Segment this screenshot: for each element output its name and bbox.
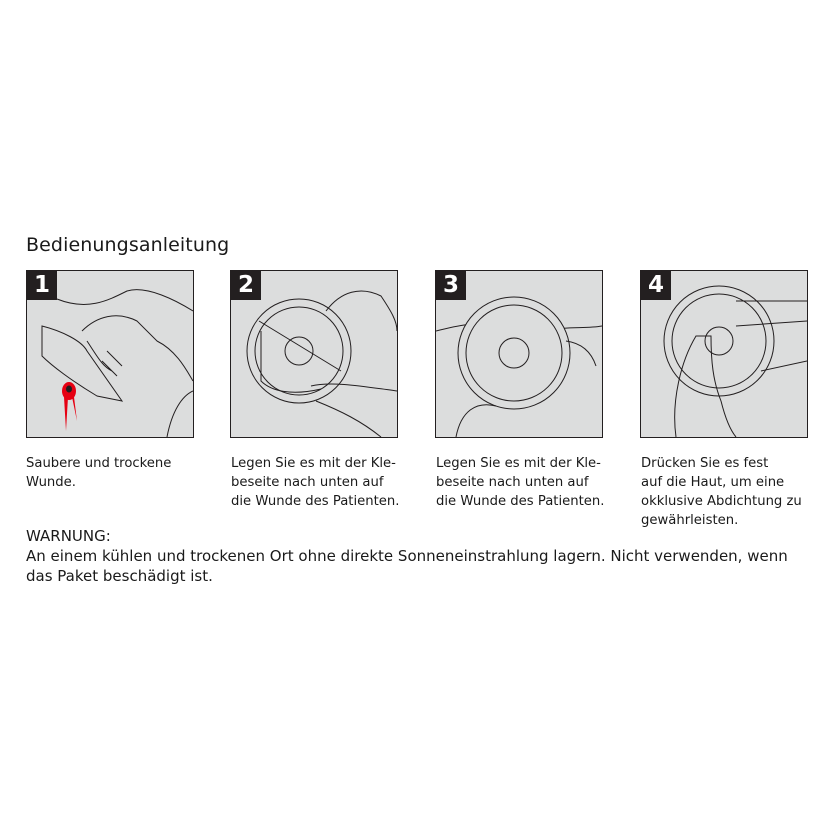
- step-3-caption: Legen Sie es mit der Kle- beseite nach u…: [436, 456, 605, 509]
- step-number-badge: 4: [641, 271, 671, 300]
- step-1-illustration: 1: [26, 270, 194, 438]
- page-title: Bedienungsanleitung: [26, 234, 230, 256]
- step-1-caption: Saubere und trockene Wunde.: [26, 456, 172, 490]
- hand-applying-seal-illustration: [246, 290, 397, 437]
- step-number-badge: 3: [436, 271, 466, 300]
- hands-pressing-seal-illustration: [663, 285, 807, 437]
- step-2-caption: Legen Sie es mit der Kle- beseite nach u…: [231, 456, 400, 509]
- step-number-badge: 2: [231, 271, 261, 300]
- step-3-illustration: 3: [435, 270, 603, 438]
- step-2-illustration: 2: [230, 270, 398, 438]
- seal-on-wound-illustration: [436, 296, 602, 437]
- step-4-illustration: 4: [640, 270, 808, 438]
- step-4-caption: Drücken Sie es fest auf die Haut, um ein…: [641, 456, 802, 528]
- warning-text: An einem kühlen und trockenen Ort ohne d…: [26, 547, 788, 585]
- warning-title: WARNUNG:: [26, 527, 111, 545]
- step-number-badge: 1: [27, 271, 57, 300]
- hand-cleaning-wound-illustration: [41, 289, 193, 437]
